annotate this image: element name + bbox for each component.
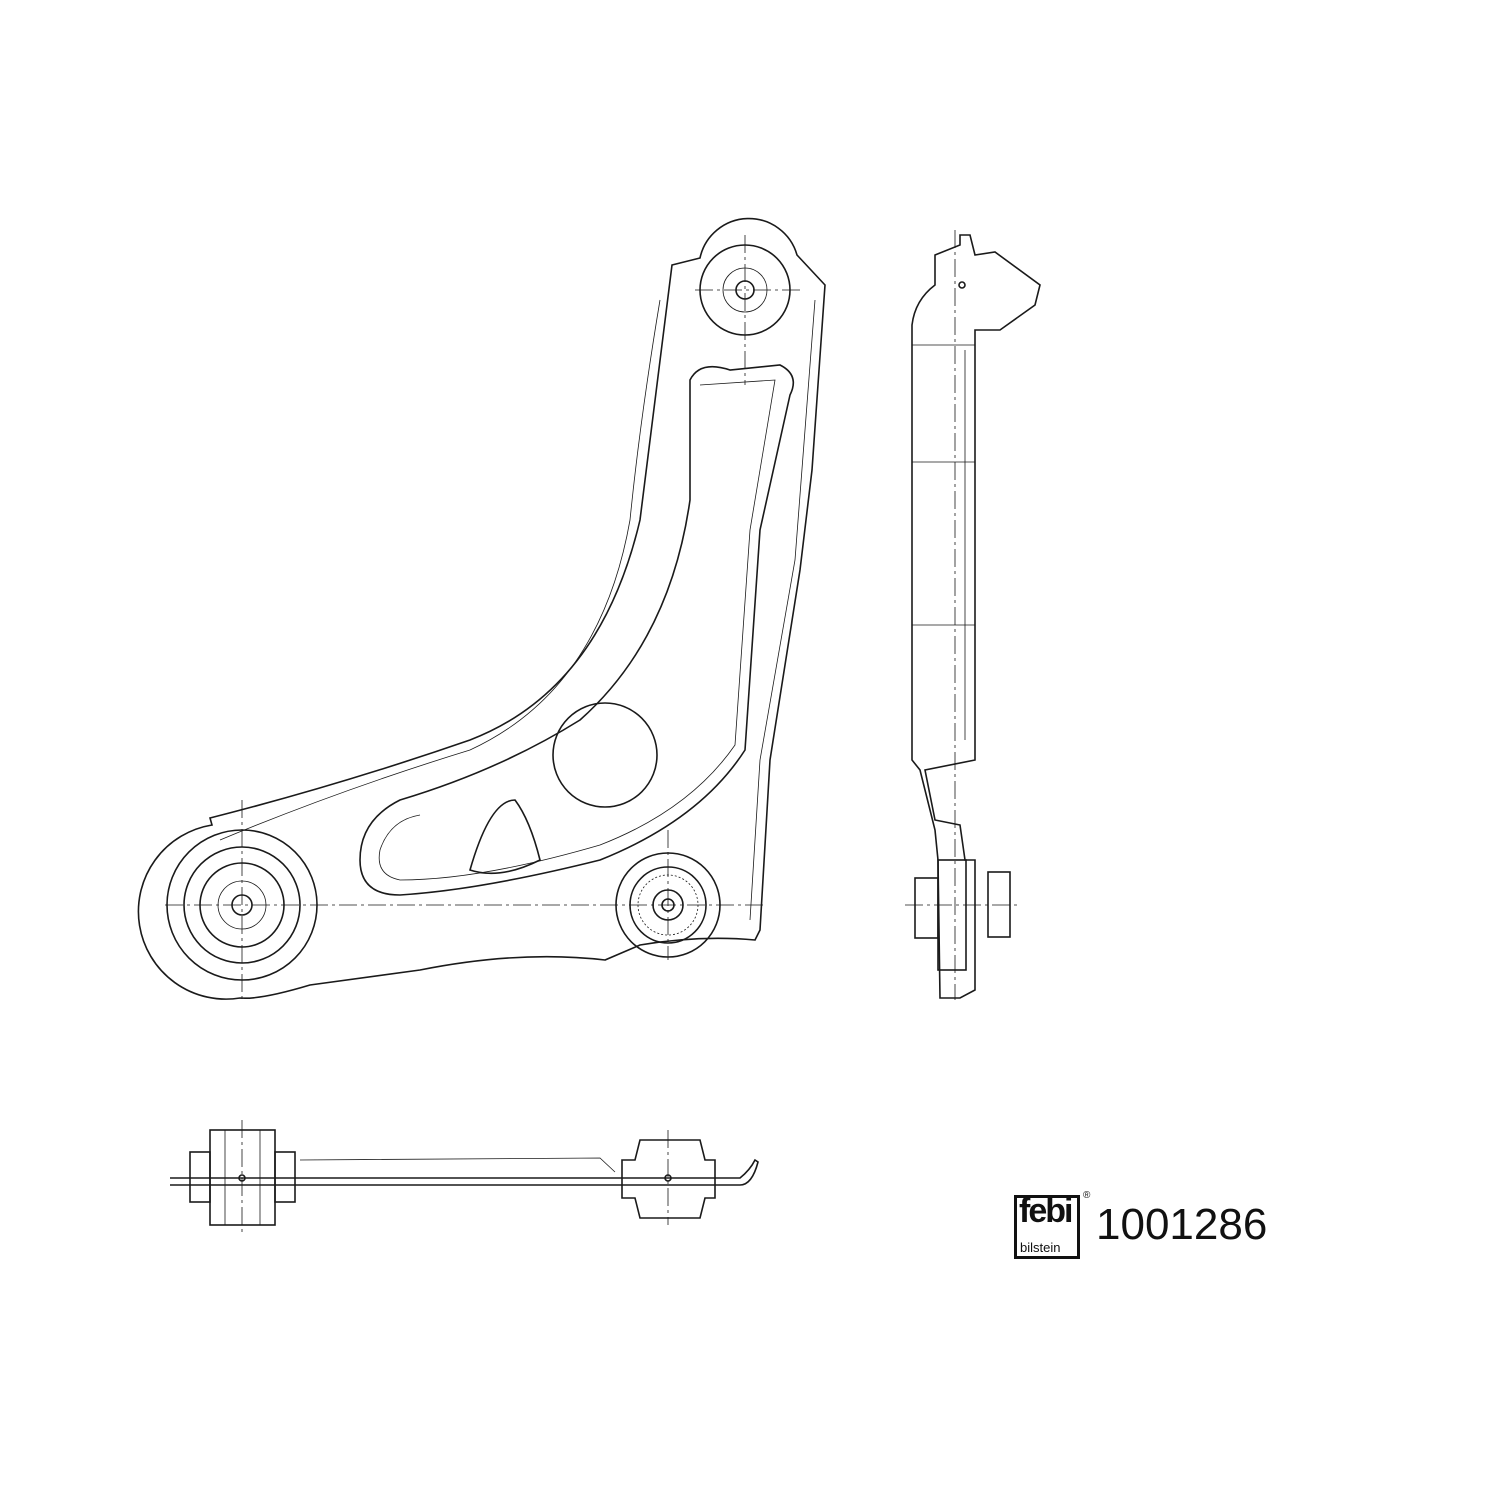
registered-mark: ® xyxy=(1083,1190,1091,1201)
top-view xyxy=(137,217,826,1000)
bottom-view xyxy=(170,1120,759,1235)
slot-outline xyxy=(359,364,795,896)
part-number: 1001286 xyxy=(1096,1200,1268,1249)
center-hole xyxy=(552,702,658,808)
logo-febi-text: febi xyxy=(1019,1192,1073,1230)
febi-bilstein-logo: febi bilstein xyxy=(1014,1192,1080,1259)
arm-outline xyxy=(137,217,826,1000)
logo-bilstein-text: bilstein xyxy=(1020,1240,1061,1255)
side-view xyxy=(905,230,1041,1000)
